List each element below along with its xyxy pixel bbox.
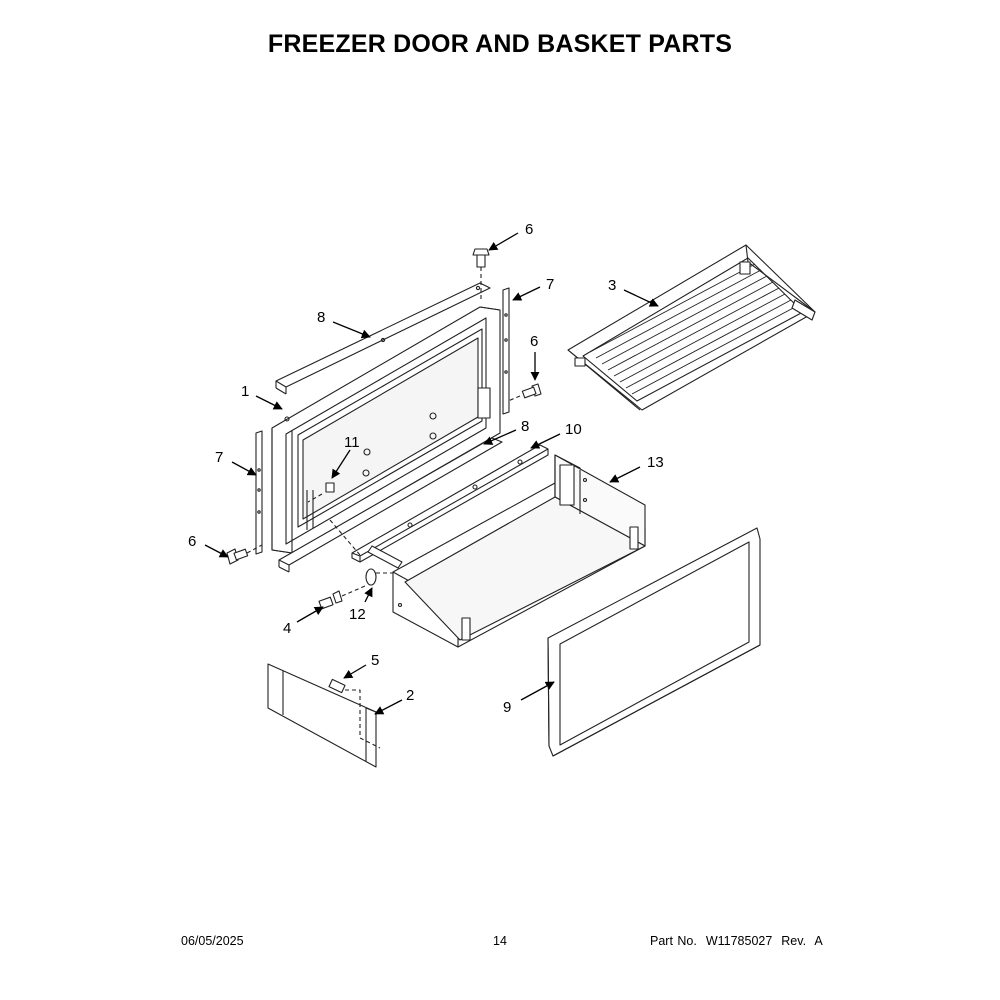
callout-4: 4 xyxy=(283,620,291,637)
callout-6-left: 6 xyxy=(188,533,196,550)
rev-value: A xyxy=(814,934,823,948)
leader-11 xyxy=(331,449,351,479)
leader-8-bottom xyxy=(483,429,517,445)
callout-9: 9 xyxy=(503,699,511,716)
callout-8-top: 8 xyxy=(317,309,325,326)
callout-13: 13 xyxy=(647,454,664,471)
leader-7-left xyxy=(231,461,257,476)
drawer-screw-part xyxy=(319,586,365,609)
callout-8-bottom: 8 xyxy=(521,418,529,435)
footer-part-info: Part No. W11785027 Rev. A xyxy=(650,934,823,948)
screw-top-part xyxy=(473,249,489,300)
freezer-basket-part xyxy=(393,455,645,647)
callout-6-top: 6 xyxy=(525,221,533,238)
rev-label: Rev. xyxy=(781,934,807,948)
leader-12 xyxy=(364,587,373,603)
leader-8-top xyxy=(332,321,371,339)
screw-left-part xyxy=(227,545,262,564)
callout-1: 1 xyxy=(241,383,249,400)
leader-10 xyxy=(530,433,561,449)
wire-shelf-part xyxy=(568,245,815,410)
page-title: FREEZER DOOR AND BASKET PARTS xyxy=(267,30,733,58)
callout-6-right: 6 xyxy=(530,333,538,350)
leader-13 xyxy=(609,466,641,483)
bottom-trim-rail-part xyxy=(279,438,502,572)
leader-6-left xyxy=(204,544,229,558)
leader-2 xyxy=(374,699,403,715)
callout-10: 10 xyxy=(565,421,582,438)
small-screw-part xyxy=(308,483,334,502)
callout-5: 5 xyxy=(371,652,379,669)
door-panel-part xyxy=(272,307,500,553)
footer-page-number: 14 xyxy=(493,934,507,948)
callout-7-left: 7 xyxy=(215,449,223,466)
top-trim-rail-part xyxy=(276,283,490,394)
leader-3 xyxy=(623,289,659,307)
callout-2: 2 xyxy=(406,687,414,704)
screw-right-part xyxy=(508,384,541,401)
drawer-front-trim-part xyxy=(268,664,376,767)
part-number: W11785027 xyxy=(705,934,773,948)
leader-1 xyxy=(255,395,283,410)
part-label: Part No. xyxy=(650,934,697,948)
callout-3: 3 xyxy=(608,277,616,294)
callout-11: 11 xyxy=(344,434,360,451)
callout-7-right: 7 xyxy=(546,276,554,293)
leader-5 xyxy=(343,664,367,679)
trim-screw-part xyxy=(329,679,380,748)
leader-7-right xyxy=(512,286,541,301)
spacer-washer-part xyxy=(366,569,395,585)
leader-6-top xyxy=(488,232,519,251)
leader-9 xyxy=(520,681,555,701)
left-side-strip-part xyxy=(256,431,262,554)
leader-4 xyxy=(296,606,324,623)
door-gasket-part xyxy=(548,528,760,756)
right-side-strip-part xyxy=(503,288,509,414)
callout-12: 12 xyxy=(349,606,366,623)
footer-date: 06/05/2025 xyxy=(181,934,244,948)
